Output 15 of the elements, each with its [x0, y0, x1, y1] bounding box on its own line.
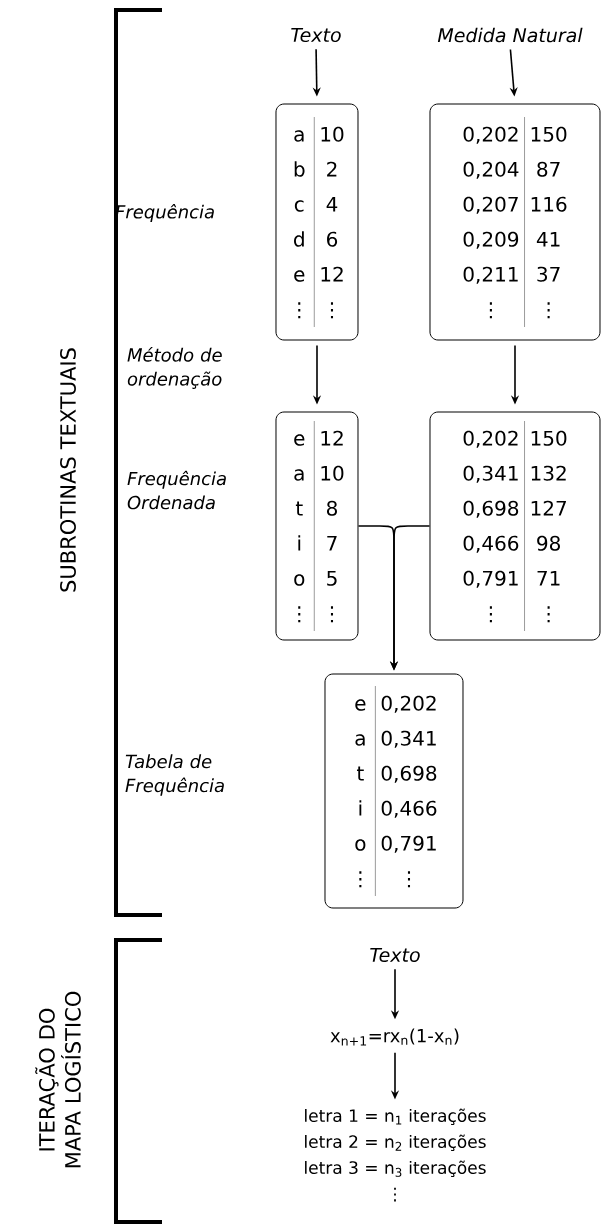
input-label: Texto [291, 27, 341, 43]
table-box: e 12 a 10 t 8 i 7 o 5 ⋮ ⋮ [275, 411, 359, 641]
row-label: Frequência Ordenada [127, 470, 226, 510]
row-label: Método de ordenação [127, 347, 222, 389]
input-label: Texto [370, 947, 420, 963]
row-label: Tabela de Frequência [125, 754, 224, 796]
table-box: 0,202 150 0,341 132 0,698 127 0,466 98 0,791 71 ⋮ ⋮ [429, 411, 601, 641]
result-list: letra 1 = n$_{1}$ iterações letra 2 = n$_{2}$ iterações letra 3 = n$_{3}$ iterações ⋮ [305, 1108, 486, 1202]
table-box: a 10 b 2 c 4 d 6 e 12 ⋮ ⋮ [275, 103, 359, 341]
table-box: e 0,202 a 0,341 t 0,698 i 0,466 o 0,791 ⋮ ⋮ [324, 673, 464, 909]
formula-text: x$_{n+1}$=rx$_{n}$(1-x$_{n}$) [330, 1028, 459, 1046]
section-label: SUBROTINAS TEXTUAIS [60, 348, 76, 592]
table-box: 0,202 150 0,204 87 0,207 116 0,209 41 0,211 37 ⋮ ⋮ [429, 103, 601, 341]
input-label: Medida Natural [437, 27, 583, 43]
section-label: ITERAÇÃO DO MAPA LOGÍSTICO [35, 991, 81, 1168]
